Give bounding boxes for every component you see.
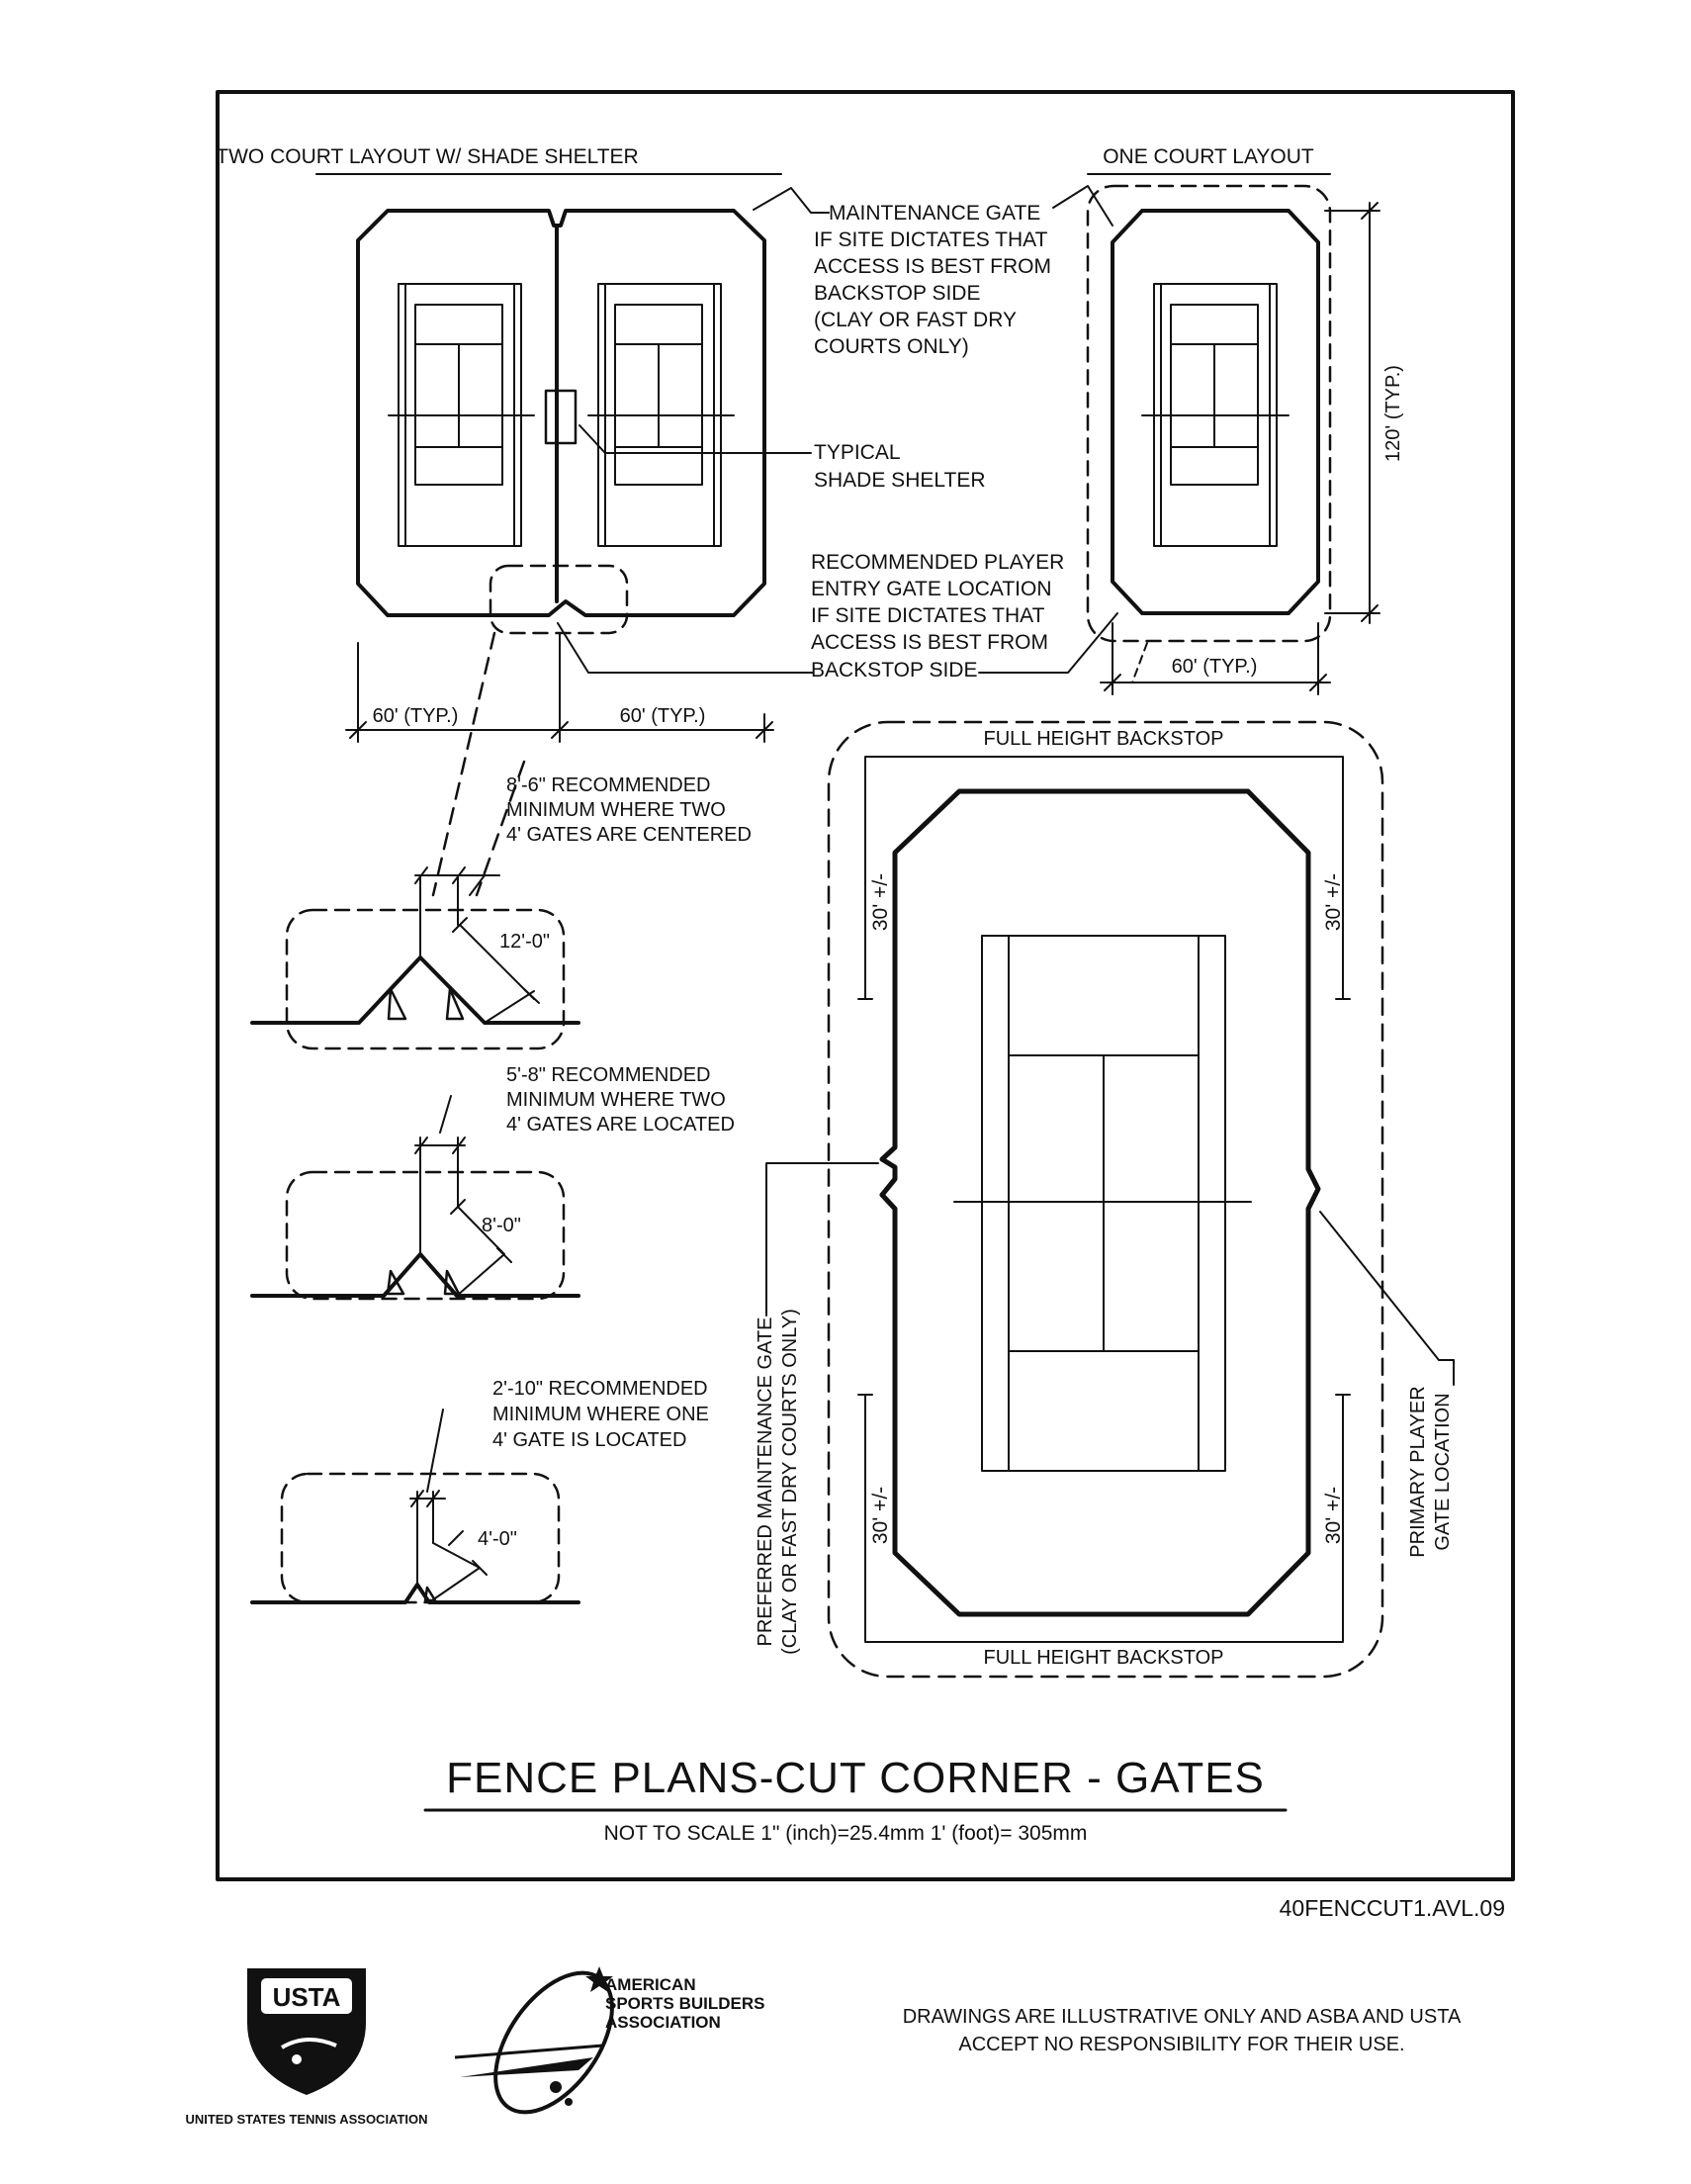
usta-name: UNITED STATES TENNIS ASSOCIATION <box>185 2112 427 2127</box>
two-court-layout-title: TWO COURT LAYOUT W/ SHADE SHELTER <box>216 145 638 168</box>
shade-shelter-note: TYPICAL SHADE SHELTER <box>814 441 986 492</box>
svg-text:MAINTENANCE GATE: MAINTENANCE GATE <box>829 202 1040 225</box>
preferred-maintenance-gate-note: PREFERRED MAINTENANCE GATE (CLAY OR FAST… <box>755 1309 801 1655</box>
svg-text:8'-6" RECOMMENDED: 8'-6" RECOMMENDED <box>506 774 711 796</box>
svg-text:ACCESS IS BEST FROM: ACCESS IS BEST FROM <box>814 255 1051 278</box>
dim-30-bottom-right: 30' +/- <box>1322 1487 1345 1544</box>
large-court-fence <box>879 788 1321 1617</box>
svg-text:IF SITE DICTATES THAT: IF SITE DICTATES THAT <box>814 228 1048 251</box>
svg-text:BACKSTOP SIDE: BACKSTOP SIDE <box>814 282 980 305</box>
svg-text:2'-10" RECOMMENDED: 2'-10" RECOMMENDED <box>492 1378 708 1400</box>
svg-text:PREFERRED MAINTENANCE GATE: PREFERRED MAINTENANCE GATE <box>755 1318 776 1647</box>
svg-text:4' GATE IS LOCATED: 4' GATE IS LOCATED <box>492 1429 686 1451</box>
court-right <box>587 283 735 547</box>
asba-swoosh-icon <box>460 2057 593 2077</box>
svg-text:PRIMARY PLAYER: PRIMARY PLAYER <box>1407 1386 1429 1557</box>
asba-name: AMERICAN SPORTS BUILDERS ASSOCIATION <box>605 1975 765 2032</box>
one-court-width: 60' (TYP.) <box>1172 656 1258 678</box>
scale-note: NOT TO SCALE 1" (inch)=25.4mm 1' (foot)=… <box>604 1822 1088 1845</box>
disclaimer: DRAWINGS ARE ILLUSTRATIVE ONLY AND ASBA … <box>903 2006 1462 2055</box>
svg-text:ACCESS IS BEST FROM: ACCESS IS BEST FROM <box>811 631 1048 654</box>
svg-text:GATE LOCATION: GATE LOCATION <box>1432 1393 1454 1550</box>
gate-detail-1-note: 8'-6" RECOMMENDED MINIMUM WHERE TWO 4' G… <box>506 774 752 846</box>
shade-shelter <box>544 389 578 445</box>
svg-text:IF SITE DICTATES THAT: IF SITE DICTATES THAT <box>811 604 1045 627</box>
two-court-layout: TWO COURT LAYOUT W/ SHADE SHELTER <box>216 145 830 743</box>
one-court-length: 120' (TYP.) <box>1382 365 1404 462</box>
maintenance-gate-note: MAINTENANCE GATE IF SITE DICTATES THAT A… <box>814 202 1051 358</box>
gate-detail-3: 2'-10" RECOMMENDED MINIMUM WHERE ONE 4' … <box>250 1378 709 1604</box>
one-court-layout: ONE COURT LAYOUT 120' (TYP.) <box>978 145 1404 695</box>
dim-30-top-right: 30' +/- <box>1322 873 1345 931</box>
asba-logo: AMERICAN SPORTS BUILDERS ASSOCIATION <box>454 1966 765 2115</box>
asba-star-icon <box>585 1966 613 1992</box>
svg-text:(CLAY OR FAST DRY: (CLAY OR FAST DRY <box>814 309 1017 331</box>
dim-30-bottom-left: 30' +/- <box>869 1487 892 1544</box>
usta-badge-text: USTA <box>273 1982 341 2012</box>
svg-text:BACKSTOP SIDE: BACKSTOP SIDE <box>811 659 977 682</box>
usta-logo: USTA UNITED STATES TENNIS ASSOCIATION <box>185 1968 428 2127</box>
gate-detail-2-note: 5'-8" RECOMMENDED MINIMUM WHERE TWO 4' G… <box>506 1064 735 1136</box>
drawing-id: 40FENCCUT1.AVL.09 <box>1280 1895 1505 1921</box>
two-court-fence <box>356 209 766 617</box>
primary-player-gate-note: PRIMARY PLAYER GATE LOCATION <box>1407 1386 1454 1557</box>
svg-text:4' GATES ARE CENTERED: 4' GATES ARE CENTERED <box>506 824 752 846</box>
svg-text:(CLAY OR FAST DRY COURTS ONLY): (CLAY OR FAST DRY COURTS ONLY) <box>779 1309 801 1655</box>
svg-text:TYPICAL: TYPICAL <box>814 441 901 464</box>
svg-text:4' GATES ARE LOCATED: 4' GATES ARE LOCATED <box>506 1114 735 1136</box>
gate-detail-2-dim: 8'-0" <box>482 1215 521 1236</box>
svg-text:MINIMUM WHERE TWO: MINIMUM WHERE TWO <box>506 1089 726 1111</box>
two-court-right-width: 60' (TYP.) <box>620 705 706 727</box>
title-block: FENCE PLANS-CUT CORNER - GATES NOT TO SC… <box>423 1754 1288 1845</box>
backstop-label-top: FULL HEIGHT BACKSTOP <box>983 728 1223 750</box>
main-title: FENCE PLANS-CUT CORNER - GATES <box>446 1754 1265 1802</box>
player-entry-note: RECOMMENDED PLAYER ENTRY GATE LOCATION I… <box>811 551 1064 682</box>
gate-detail-2: 5'-8" RECOMMENDED MINIMUM WHERE TWO 4' G… <box>250 1064 735 1301</box>
one-court-fence <box>1111 209 1320 615</box>
gate-details: 8'-6" RECOMMENDED MINIMUM WHERE TWO 4' G… <box>250 631 752 1604</box>
svg-text:DRAWINGS ARE ILLUSTRATIVE ONLY: DRAWINGS ARE ILLUSTRATIVE ONLY AND ASBA … <box>903 2006 1462 2028</box>
svg-text:5'-8" RECOMMENDED: 5'-8" RECOMMENDED <box>506 1064 711 1086</box>
drawing-border <box>216 90 1515 1881</box>
court-left <box>388 283 535 547</box>
gate-detail-1: 8'-6" RECOMMENDED MINIMUM WHERE TWO 4' G… <box>250 774 752 1050</box>
one-court-layout-title: ONE COURT LAYOUT <box>1103 145 1314 168</box>
svg-text:ENTRY GATE LOCATION: ENTRY GATE LOCATION <box>811 578 1052 600</box>
svg-text:ASSOCIATION: ASSOCIATION <box>605 2013 721 2032</box>
two-court-left-width: 60' (TYP.) <box>373 705 459 727</box>
svg-text:RECOMMENDED PLAYER: RECOMMENDED PLAYER <box>811 551 1064 574</box>
svg-text:ACCEPT NO RESPONSIBILITY FOR T: ACCEPT NO RESPONSIBILITY FOR THEIR USE. <box>958 2034 1404 2055</box>
gate-detail-3-note: 2'-10" RECOMMENDED MINIMUM WHERE ONE 4' … <box>492 1378 709 1451</box>
svg-text:COURTS ONLY): COURTS ONLY) <box>814 335 969 358</box>
large-court <box>953 935 1252 1472</box>
svg-text:AMERICAN: AMERICAN <box>605 1975 696 1994</box>
svg-text:MINIMUM WHERE ONE: MINIMUM WHERE ONE <box>492 1404 709 1425</box>
svg-text:MINIMUM WHERE TWO: MINIMUM WHERE TWO <box>506 799 726 821</box>
svg-text:SPORTS BUILDERS: SPORTS BUILDERS <box>605 1994 765 2013</box>
dim-30-top-left: 30' +/- <box>869 873 892 931</box>
large-court-plan: FULL HEIGHT BACKSTOP FULL HEIGHT BACKSTO… <box>755 720 1455 1679</box>
gate-detail-3-dim: 4'-0" <box>478 1528 517 1550</box>
gate-detail-1-dim: 12'-0" <box>499 931 550 953</box>
svg-text:SHADE SHELTER: SHADE SHELTER <box>814 469 986 492</box>
court-single <box>1141 283 1290 547</box>
backstop-label-bottom: FULL HEIGHT BACKSTOP <box>983 1647 1223 1669</box>
